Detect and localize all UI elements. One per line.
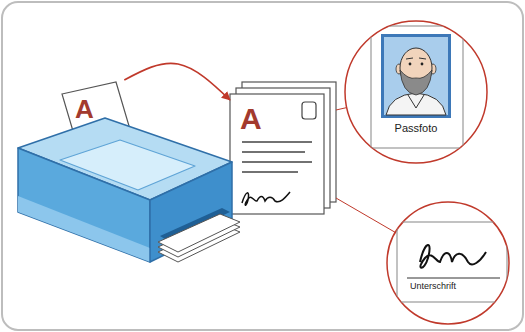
document-stack: A — [230, 82, 336, 214]
callout-label: Unterschrift — [410, 282, 456, 291]
signature-detail — [397, 222, 507, 302]
flow-arrow — [124, 63, 230, 100]
printer-front-band — [18, 196, 150, 262]
photo-background — [384, 37, 448, 115]
node-outline — [230, 82, 336, 214]
signature-line — [407, 278, 500, 279]
ear — [430, 64, 436, 74]
photo-card — [371, 26, 463, 148]
printed-page: A — [58, 80, 136, 150]
output-paper — [158, 214, 240, 252]
paper-sheet — [62, 82, 132, 148]
printer-top — [18, 118, 232, 200]
signature-card — [397, 222, 507, 302]
printer-illustration — [18, 118, 240, 262]
output-slot — [160, 208, 230, 241]
node-outline — [344, 20, 488, 164]
printer-lid — [60, 140, 195, 190]
node-outline — [58, 80, 136, 150]
beard — [400, 70, 432, 95]
printer-side — [150, 162, 232, 262]
callout-label: Passfoto — [344, 123, 488, 134]
callout-circle — [345, 21, 487, 163]
leader-line — [336, 198, 395, 232]
leader-line — [336, 108, 347, 110]
photo-frame — [381, 34, 451, 118]
photo-callout: Passfoto — [344, 20, 488, 164]
paper-input-tray — [45, 122, 140, 155]
signature-callout: Unterschrift — [386, 201, 510, 325]
text-lines — [242, 142, 312, 172]
signature — [420, 245, 486, 268]
node-outline — [386, 201, 510, 325]
eyebrows — [406, 58, 426, 59]
ear — [396, 64, 402, 74]
eye — [421, 63, 424, 66]
signature-small — [242, 192, 290, 205]
printer-front — [18, 148, 150, 262]
collar — [408, 95, 424, 108]
page-letter: A — [75, 96, 94, 122]
document-sheet — [230, 94, 324, 214]
callout-circle — [387, 202, 509, 324]
passport-photo-detail — [371, 26, 463, 148]
eye — [409, 63, 412, 66]
photo-placeholder — [302, 102, 316, 119]
output-paper — [158, 224, 240, 262]
document-details — [242, 102, 316, 205]
head — [400, 48, 432, 88]
output-paper — [158, 219, 240, 257]
coat — [386, 93, 446, 115]
page-letter: A — [240, 104, 262, 134]
